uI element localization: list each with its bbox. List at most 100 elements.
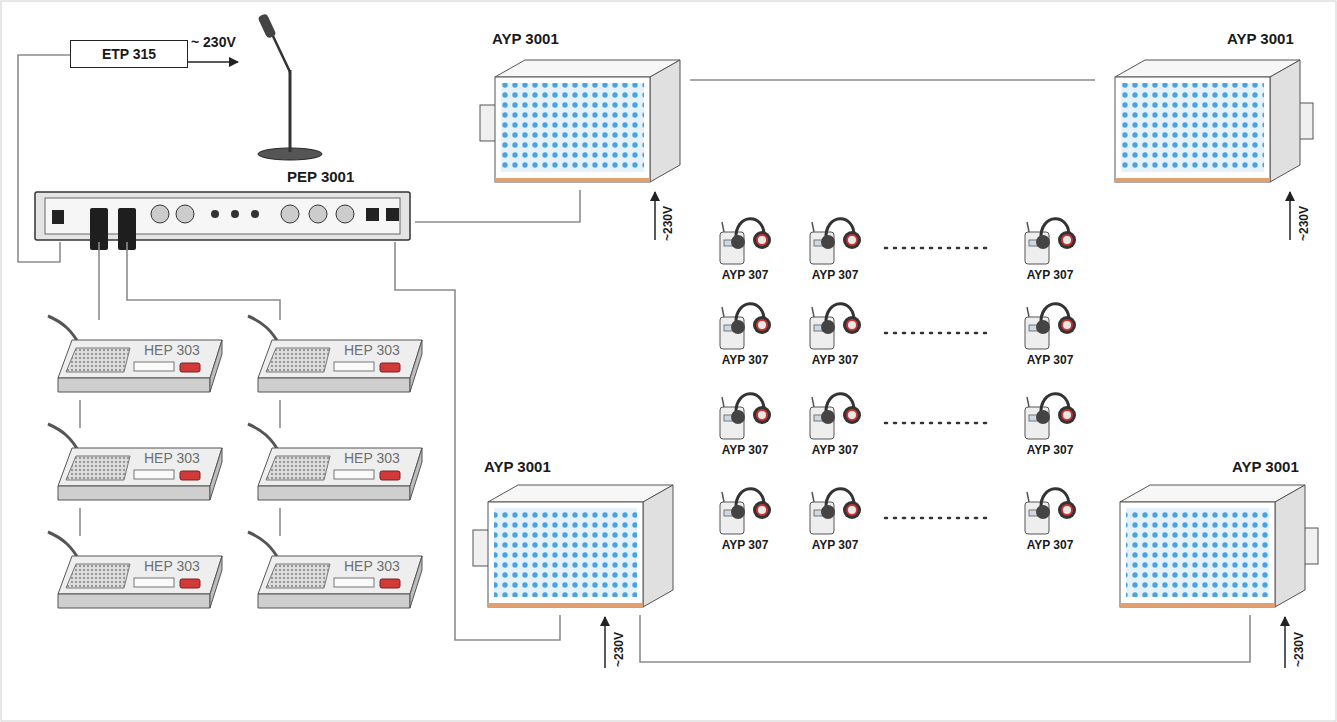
receiver-label: AYP 307: [700, 538, 790, 552]
receiver-label: AYP 307: [1005, 268, 1095, 282]
cable: [79, 400, 81, 428]
receiver-icon: [1025, 304, 1076, 349]
central-unit: PEP 3001: [35, 168, 415, 242]
voltage-label: ~230V: [612, 631, 626, 668]
device-label: AYP 3001: [482, 458, 553, 476]
receiver-icon: [810, 394, 861, 439]
cable: [415, 190, 580, 222]
receiver-label: AYP 307: [1005, 538, 1095, 552]
receiver-unit: AYP 307: [700, 210, 790, 288]
power-arrow: [654, 192, 656, 240]
delegate-unit: [248, 424, 422, 500]
device-label: AYP 3001: [490, 30, 561, 48]
power-arrow: [1289, 192, 1291, 240]
delegate-unit: HEP 303: [250, 320, 425, 400]
delegate-unit: [248, 316, 422, 392]
receiver-icon: [720, 304, 771, 349]
receiver-unit: AYP 307: [700, 295, 790, 373]
receiver-unit: AYP 307: [700, 480, 790, 558]
device-label: ETP 315: [71, 46, 187, 63]
delegate-unit: HEP 303: [250, 536, 425, 616]
receiver-label: AYP 307: [700, 268, 790, 282]
power-arrow: [1284, 617, 1286, 668]
receiver-unit: AYP 307: [700, 385, 790, 463]
infrared-radiator: [1115, 60, 1313, 182]
cable: [127, 242, 280, 320]
voltage-label: ~230V: [661, 205, 675, 242]
cable: [79, 508, 81, 536]
receiver-label: AYP 307: [790, 443, 880, 457]
receiver-label: AYP 307: [1005, 353, 1095, 367]
voltage-label: ~230V: [1292, 631, 1306, 668]
infrared-radiator: [480, 60, 680, 182]
delegate-unit: [248, 532, 422, 608]
radiator-unit: AYP 3001: [1100, 458, 1325, 615]
delegate-unit: HEP 303: [50, 536, 225, 616]
infrared-radiator: [1120, 485, 1318, 607]
microphone-stand: [257, 13, 322, 160]
receiver-label: AYP 307: [790, 353, 880, 367]
delegate-unit: [48, 316, 222, 392]
power-arrow: [604, 617, 606, 668]
cable: [279, 508, 281, 536]
device-label: HEP 303: [142, 342, 202, 359]
delegate-unit: HEP 303: [50, 320, 225, 400]
receiver-label: AYP 307: [1005, 443, 1095, 457]
device-label: HEP 303: [142, 558, 202, 575]
receiver-label: AYP 307: [700, 353, 790, 367]
power-arrow: [182, 62, 238, 63]
receiver-unit: AYP 307: [1005, 385, 1095, 463]
receiver-icon: [720, 489, 771, 534]
delegate-unit: HEP 303: [50, 428, 225, 508]
receiver-unit: AYP 307: [790, 295, 880, 373]
cable: [690, 79, 1095, 81]
infrared-radiator: [473, 485, 673, 607]
continuation-dots: [885, 422, 990, 425]
cable: [395, 242, 560, 640]
radiator-unit: AYP 3001: [470, 458, 680, 615]
receiver-unit: AYP 307: [1005, 295, 1095, 373]
continuation-dots: [885, 247, 990, 250]
device-label: PEP 3001: [285, 168, 356, 186]
delegate-unit: HEP 303: [250, 428, 425, 508]
receiver-unit: AYP 307: [790, 210, 880, 288]
device-label: AYP 3001: [1225, 30, 1296, 48]
continuation-dots: [885, 517, 990, 520]
receiver-icon: [720, 219, 771, 264]
device-label: HEP 303: [142, 450, 202, 467]
receiver-icon: [1025, 394, 1076, 439]
cable: [279, 400, 281, 428]
cable: [18, 55, 70, 262]
receiver-icon: [720, 394, 771, 439]
receiver-unit: AYP 307: [1005, 210, 1095, 288]
delegate-unit: [48, 424, 222, 500]
voltage-label: ~ 230V: [190, 34, 237, 51]
delegate-unit: [48, 532, 222, 608]
radiator-unit: AYP 3001: [480, 30, 690, 190]
radiator-unit: AYP 3001: [1095, 30, 1320, 190]
receiver-icon: [810, 304, 861, 349]
power-supply-box: ETP 315: [70, 40, 188, 68]
device-label: HEP 303: [342, 558, 402, 575]
receiver-label: AYP 307: [790, 268, 880, 282]
receiver-icon: [1025, 489, 1076, 534]
receiver-icon: [1025, 219, 1076, 264]
cable: [98, 242, 100, 320]
device-label: HEP 303: [342, 450, 402, 467]
receiver-unit: AYP 307: [790, 385, 880, 463]
central-unit: [35, 192, 410, 250]
cable: [640, 615, 1250, 662]
receiver-unit: AYP 307: [790, 480, 880, 558]
device-label: HEP 303: [342, 342, 402, 359]
receiver-label: AYP 307: [790, 538, 880, 552]
receiver-unit: AYP 307: [1005, 480, 1095, 558]
receiver-icon: [810, 489, 861, 534]
voltage-label: ~230V: [1297, 205, 1311, 242]
receiver-label: AYP 307: [700, 443, 790, 457]
receiver-icon: [810, 219, 861, 264]
device-label: AYP 3001: [1230, 458, 1301, 476]
